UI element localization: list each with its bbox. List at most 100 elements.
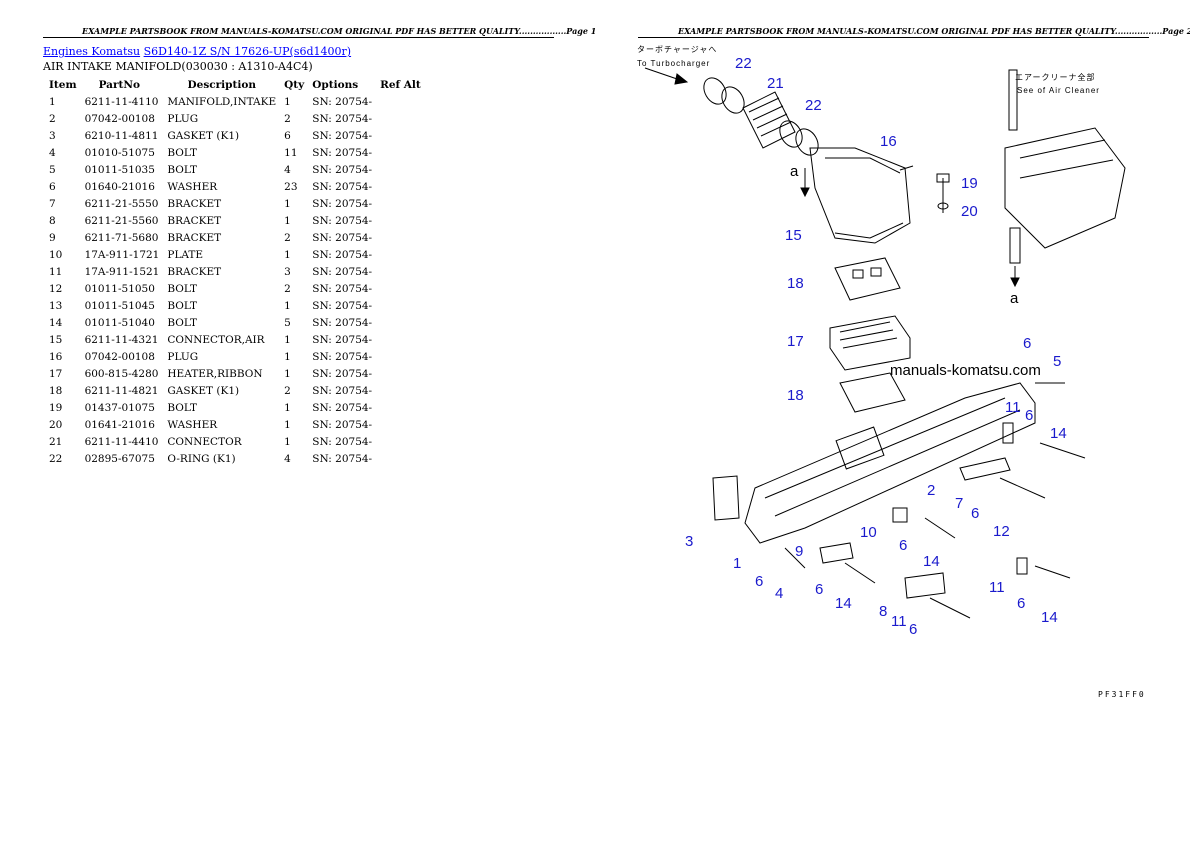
gasket-18-top-shape: [834, 257, 901, 301]
cell-qty: 1: [284, 333, 291, 346]
cell-item: 21: [49, 435, 63, 448]
cell-item: 3: [49, 129, 56, 142]
cell-qty: 1: [284, 95, 291, 108]
arrow-a-left-head: [800, 187, 810, 198]
cell-options: SN: 20754-: [312, 316, 373, 329]
cell-refalt: [376, 382, 425, 399]
cell-qty: 1: [284, 350, 291, 363]
breadcrumb-engines-link[interactable]: Engines Komatsu: [43, 45, 141, 58]
cell-qty: 1: [284, 401, 291, 414]
bracket-9-shape: [819, 542, 854, 564]
cell-options: SN: 20754-: [312, 197, 373, 210]
cell-partno: 6210-11-4811: [84, 129, 159, 142]
cell-qty: 1: [284, 248, 291, 261]
breadcrumb-model-link[interactable]: S6D140-1Z S/N 17626-UP(s6d1400r): [143, 45, 352, 58]
cell-partno: 6211-11-4410: [84, 435, 159, 448]
cell-options: SN: 20754-: [312, 401, 373, 414]
plate-10-shape: [892, 507, 908, 523]
cell-options: SN: 20754-: [312, 180, 373, 193]
cell-description: HEATER,RIBBON: [167, 367, 263, 380]
cell-item: 10: [49, 248, 63, 261]
cell-refalt: [376, 127, 425, 144]
air-cleaner-bracket-shape: [1004, 127, 1126, 249]
bracket-7-shape: [959, 457, 1011, 481]
cell-description: BOLT: [167, 401, 198, 414]
callout-number: 3: [685, 533, 693, 550]
bolt-12-shape: [999, 477, 1046, 499]
cell-partno: 01011-51040: [84, 316, 155, 329]
cell-partno: 01011-51050: [84, 282, 155, 295]
callout-number: 12: [993, 523, 1010, 540]
air-cleaner-jp-label: エアークリーナ全部: [1015, 72, 1096, 82]
heater-ribs: [839, 321, 898, 349]
cell-description: BRACKET: [167, 231, 222, 244]
cell-description: CONNECTOR,AIR: [167, 333, 265, 346]
cell-description: BOLT: [167, 146, 198, 159]
to-turbo-en-label: To Turbocharger: [637, 59, 710, 68]
cell-refalt: [376, 246, 425, 263]
cell-qty: 1: [284, 418, 291, 431]
to-turbo-jp-label: ターボチャージャへ: [637, 45, 717, 54]
cell-options: SN: 20754-: [312, 265, 373, 278]
callout-number: 18: [787, 387, 804, 404]
arrow-a-right-head: [1010, 277, 1020, 288]
cell-qty: 11: [284, 146, 298, 159]
cell-refalt: [376, 450, 425, 467]
callout-number: 22: [805, 97, 822, 114]
cell-description: O-RING (K1): [167, 452, 236, 465]
cell-partno: 17A-911-1521: [84, 265, 160, 278]
cell-description: BRACKET: [167, 265, 222, 278]
bracket-8-shape: [904, 572, 946, 599]
bolt-13-shape: [929, 597, 971, 619]
cell-description: WASHER: [167, 418, 218, 431]
cell-description: GASKET (K1): [167, 129, 240, 142]
cell-description: GASKET (K1): [167, 384, 240, 397]
cell-refalt: [376, 178, 425, 195]
cell-options: SN: 20754-: [312, 418, 373, 431]
cell-description: CONNECTOR: [167, 435, 242, 448]
cell-qty: 1: [284, 197, 291, 210]
callout-number: 4: [775, 585, 783, 602]
cell-qty: 1: [284, 435, 291, 448]
cell-refalt: [376, 416, 425, 433]
cell-options: SN: 20754-: [312, 231, 373, 244]
turbo-arrow-head: [674, 73, 689, 85]
cell-item: 2: [49, 112, 56, 125]
gasket-3-shape: [712, 475, 740, 521]
cell-partno: 6211-11-4321: [84, 333, 159, 346]
cell-partno: 07042-00108: [84, 350, 155, 363]
cell-qty: 23: [284, 180, 298, 193]
page1-header-rule: [43, 37, 554, 38]
air-cleaner-sleeve: [1009, 227, 1021, 264]
cell-item: 19: [49, 401, 63, 414]
cell-partno: 600-815-4280: [84, 367, 159, 380]
cell-item: 8: [49, 214, 56, 227]
cell-item: 12: [49, 282, 63, 295]
cell-qty: 2: [284, 282, 291, 295]
washer-20-shape: [937, 202, 949, 210]
watermark-text: manuals-komatsu.com: [890, 362, 1041, 379]
col-item: Item: [49, 78, 77, 91]
cell-description: PLATE: [167, 248, 204, 261]
callout-number: 14: [1050, 425, 1067, 442]
callout-number: 11: [1005, 399, 1021, 416]
cell-item: 11: [49, 265, 63, 278]
callout-number: 9: [795, 543, 803, 560]
cell-qty: 6: [284, 129, 291, 142]
cell-description: MANIFOLD,INTAKE: [167, 95, 277, 108]
callout-number: 6: [1025, 407, 1033, 424]
cell-partno: 17A-911-1721: [84, 248, 160, 261]
